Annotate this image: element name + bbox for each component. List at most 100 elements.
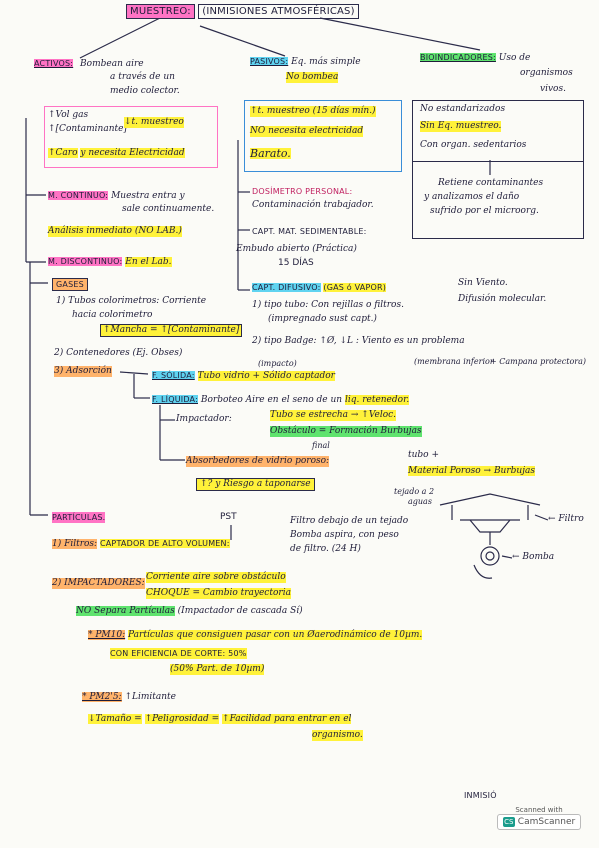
gases-imp2: Obstáculo = Formación Burbujas <box>270 426 422 437</box>
particulas-imp1: Corriente aire sobre obstáculo <box>146 572 286 583</box>
sampler-tejado: tejado a 2 <box>394 487 435 496</box>
gases-imp1: Tubo se estrecha → ↑Veloc. <box>270 410 397 421</box>
pm25-tam: ↓Tamaño = <box>88 714 142 724</box>
pasivos-box <box>244 100 402 172</box>
continuo-d2: sale continuamente. <box>122 204 215 214</box>
gases-fl-row: F. LÍQUIDA: Borboteo Aire en el seno de … <box>152 394 410 406</box>
sampler-bomba: Bomba <box>522 552 555 562</box>
bio-label: BIOINDICADORES: <box>420 53 496 62</box>
pm25-fac: ↑Facilidad para entrar en el <box>222 714 352 724</box>
pasivos-section: PASIVOS: Eq. más simple <box>250 56 361 68</box>
gases-impacto: (impacto) <box>258 359 297 368</box>
bio-section: BIOINDICADORES: Uso de <box>420 52 530 64</box>
bio-box <box>412 100 584 162</box>
difusivo-sv: Sin Viento. <box>458 278 508 288</box>
gases-abs2-row: Material Poroso → Burbujas <box>408 466 535 477</box>
gases-i1c: ↑Mancha = ↑[Contaminante] <box>100 324 243 337</box>
gases-i3: 3) Adsorción <box>54 366 112 377</box>
pm25-label: * PM2'5: <box>82 692 122 702</box>
activos-desc1: Bombean aire <box>80 59 144 69</box>
difusivo-t2c: + Campana protectora) <box>490 357 587 366</box>
particulas-nosep: NO Separa Partículas <box>76 606 175 616</box>
bio-desc1: Uso de <box>498 53 531 63</box>
difusivo-t2b: (membrana inferior <box>414 357 494 366</box>
particulas-nosep-row: NO Separa Partículas (Impactador de casc… <box>76 606 303 617</box>
gases-fs-desc: Tubo vidrio + Sólido captador <box>197 371 335 381</box>
bio-desc3: vivos. <box>540 84 566 94</box>
activos-desc3: medio colector. <box>110 86 180 96</box>
camscanner-brand: CamScanner <box>517 817 576 827</box>
camscanner-logo-icon: CS <box>502 817 515 827</box>
continuo-d3: Análisis inmediato (NO LAB.) <box>48 226 182 237</box>
particulas-cav-d3: de filtro. (24 H) <box>290 544 361 554</box>
pasivos-desc1: Eq. más simple <box>291 57 361 67</box>
particulas-cav: CAPTADOR DE ALTO VOLUMEN: <box>99 539 230 548</box>
bio-box-l4: Retiene contaminantes <box>438 178 544 188</box>
activos-desc2: a través de un <box>110 72 175 82</box>
continuo-d1: Muestra entra y <box>111 191 185 201</box>
particulas-impactadores: 2) IMPACTADORES: <box>52 578 145 589</box>
activos-box-caro: ↑Caro y necesita Electricidad <box>48 148 185 159</box>
bio-box-l3: Con organ. sedentarios <box>420 140 527 150</box>
particulas-filtros: 1) Filtros: <box>52 539 98 549</box>
gases-i1b: hacia colorimetro <box>72 310 153 320</box>
continuo-row: M. CONTINUO: Muestra entra y <box>48 190 185 202</box>
activos-label: ACTIVOS: <box>34 59 74 68</box>
gases-fl-desc: Borboteo Aire en el seno de un <box>200 395 343 405</box>
title-sub: (INMISIONES ATMOSFÉRICAS) <box>198 4 359 19</box>
dosimetro-desc: Contaminación trabajador. <box>252 200 374 210</box>
particulas-pst: PST <box>220 512 237 522</box>
pasivos-box-l3: Barato. <box>250 147 291 160</box>
gases-i2: 2) Contenedores (Ej. Obses) <box>54 348 183 358</box>
gases-abs-label: Absorbedores de vidrio poroso: <box>186 456 330 467</box>
activos-box-l1: ↑Vol gas <box>48 110 89 120</box>
page-title: MUESTREO: (INMISIONES ATMOSFÉRICAS) <box>126 4 359 19</box>
title-main: MUESTREO: <box>126 4 195 19</box>
activos-box-l3: ↓t. muestreo <box>124 117 184 128</box>
pm25-pel: ↑Peligrosidad = <box>144 714 220 724</box>
particulas-imp2: CHOQUE = Cambio trayectoria <box>146 588 291 599</box>
sampler-filtro-label: ← Filtro <box>548 514 584 524</box>
particulas-cascada: (Impactador de cascada Sí) <box>177 606 303 616</box>
bio-detail-box <box>412 160 584 239</box>
sedimentable-d1: Embudo abierto (Práctica) <box>236 244 357 254</box>
particulas-label: PARTÍCULAS. <box>52 512 106 523</box>
bio-box-l1: No estandarizados <box>420 104 506 114</box>
particulas-filtros-row: 1) Filtros: CAPTADOR DE ALTO VOLUMEN: <box>52 538 230 550</box>
difusivo-t1: 1) tipo tubo: Con rejillas o filtros. <box>252 300 404 310</box>
pm25-line: ↓Tamaño = ↑Peligrosidad = ↑Facilidad par… <box>88 714 352 725</box>
activos-box-l2: ↑[Contaminante] <box>48 124 127 134</box>
pm25-desc: ↑Limitante <box>124 692 176 702</box>
gases-abs3: ↑? y Riesgo a taponarse <box>196 478 315 491</box>
bio-box-l2: Sin Eq. muestreo. <box>420 121 502 132</box>
difusivo-gas: (GAS ó VAPOR) <box>323 283 387 292</box>
pm10-row: * PM10: Partículas que consiguen pasar c… <box>88 630 423 641</box>
sedimentable-d2: 15 DÍAS <box>278 258 314 268</box>
activos-box-l5: y necesita Electricidad <box>80 148 185 158</box>
pm10-desc: Partículas que consiguen pasar con un Øa… <box>128 630 423 640</box>
gases-abs1: tubo + <box>408 450 439 460</box>
particulas-cav-d1: Filtro debajo de un tejado <box>290 516 409 526</box>
pasivos-box-l1: ↑t. muestreo (15 días mín.) <box>250 106 376 117</box>
discontinuo-row: M. DISCONTINUO: En el Lab. <box>48 256 172 268</box>
gases-fs-label: F. SÓLIDA: <box>152 371 195 380</box>
continuo-label: M. CONTINUO: <box>48 191 109 200</box>
pm10-eficiencia: CON EFICIENCIA DE CORTE: 50% <box>110 648 247 659</box>
pm10-label: * PM10: <box>88 630 126 640</box>
gases-label: GASES <box>52 278 88 291</box>
sampler-filtro: Filtro <box>558 514 584 524</box>
pm25-org: organismo. <box>312 730 363 741</box>
scanned-with-text: Scanned with <box>515 806 563 814</box>
difusivo-t1b: (impregnado sust capt.) <box>268 314 377 324</box>
gases-imp3: final <box>312 441 330 450</box>
discontinuo-desc: En el Lab. <box>125 257 172 267</box>
difusivo-t2: 2) tipo Badge: ↑Ø, ↓L : Viento es un pro… <box>252 336 465 346</box>
pasivos-label: PASIVOS: <box>250 57 289 66</box>
gases-imp-label: Impactador: <box>176 414 232 424</box>
particulas-cav-d2: Bomba aspira, con peso <box>290 530 399 540</box>
difusivo-dm: Difusión molecular. <box>458 294 547 304</box>
sampler-bomba-label: ← Bomba <box>512 552 555 562</box>
bio-box-l5: y analizamos el daño <box>424 192 520 202</box>
pm10-50: (50% Part. de 10µm) <box>170 664 265 675</box>
